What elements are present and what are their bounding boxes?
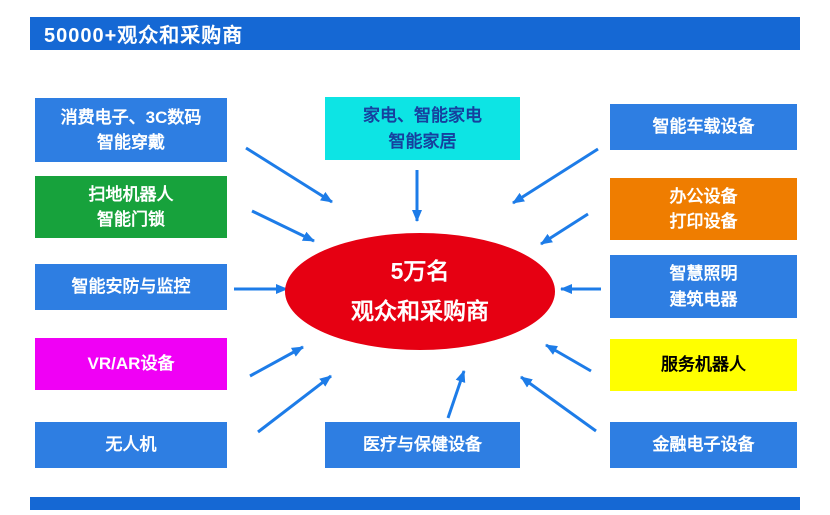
arrow-from-consumer-electronics [245,146,333,204]
arrow-from-robot-vacuum [251,209,315,243]
box-finance-line1: 金融电子设备 [652,435,755,455]
box-home-appliance-line1: 家电、智能家电 [363,106,482,125]
box-vr-ar: VR/AR设备 [35,338,227,390]
arrow-from-finance [520,375,597,433]
arrow-from-drone [257,374,332,434]
center-ellipse-line1: 5万名 [390,258,450,285]
center-ellipse: 5万名 观众和采购商 [285,233,555,350]
box-vehicle-line1: 智能车载设备 [652,117,755,137]
box-drone: 无人机 [35,422,227,468]
box-consumer-electronics: 消费电子、3C数码 智能穿戴 [35,98,227,162]
arrow-from-vr-ar [249,345,304,378]
box-office-line1: 办公设备 [669,186,738,206]
box-security: 智能安防与监控 [35,264,227,310]
arrow-from-vehicle [512,147,599,205]
arrow-from-service-robot [545,343,592,373]
box-service-robot: 服务机器人 [610,339,797,391]
box-service-robot-line1: 服务机器人 [661,355,746,375]
box-office: 办公设备 打印设备 [610,178,797,240]
box-office-line2: 打印设备 [669,212,738,231]
header-title: 50000+观众和采购商 [44,25,244,47]
header-bar: 50000+观众和采购商 [30,17,800,50]
box-robot-vacuum-line2: 智能门锁 [97,210,165,229]
box-consumer-electronics-line2: 智能穿戴 [97,133,165,152]
box-security-line1: 智能安防与监控 [71,277,191,297]
center-ellipse-line2: 观众和采购商 [351,297,489,324]
box-consumer-electronics-line1: 消费电子、3C数码 [60,107,202,127]
box-vr-ar-line1: VR/AR设备 [87,354,175,374]
box-robot-vacuum: 扫地机器人 智能门锁 [35,176,227,238]
box-vehicle: 智能车载设备 [610,104,797,150]
box-lighting-line2: 建筑电器 [669,289,738,309]
box-home-appliance: 家电、智能家电 智能家居 [325,97,520,160]
arrow-from-medical [446,370,466,419]
footer-bar [30,497,800,510]
box-medical-line1: 医疗与保健设备 [363,435,482,455]
box-robot-vacuum-line1: 扫地机器人 [88,184,174,204]
box-lighting: 智慧照明 建筑电器 [610,255,797,318]
box-drone-line1: 无人机 [105,435,157,455]
arrow-from-office [540,212,589,246]
box-finance: 金融电子设备 [610,422,797,468]
box-home-appliance-line2: 智能家居 [388,131,457,151]
box-lighting-line1: 智慧照明 [669,264,738,283]
box-medical: 医疗与保健设备 [325,422,520,468]
